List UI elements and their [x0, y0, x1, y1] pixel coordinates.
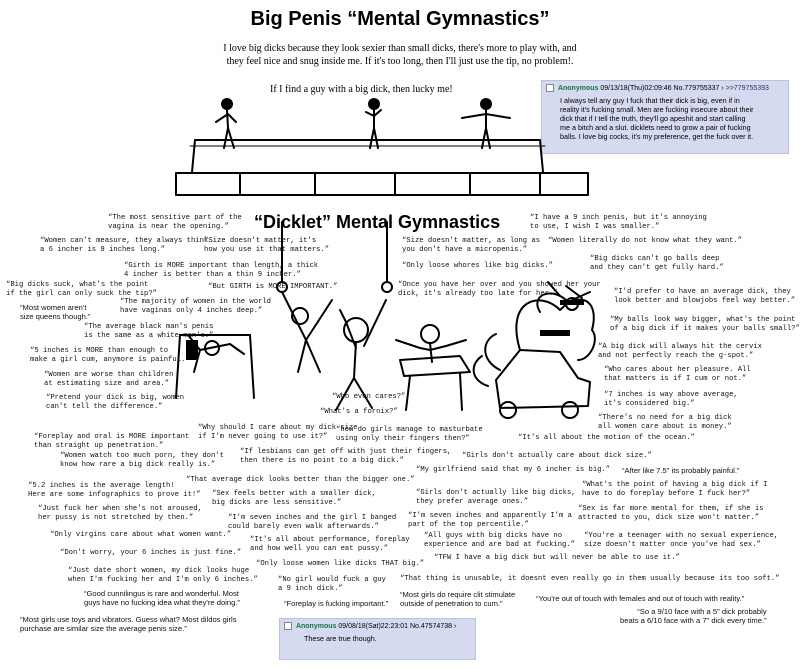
quote: “Girls don't actually care about dick si…	[462, 452, 652, 460]
post-top: Anonymous 09/13/18(Thu)02:09:46 No.77975…	[541, 80, 789, 154]
quote: “Big dicks can't go balls deep and they …	[590, 255, 724, 272]
intro-text: I love big dicks because they look sexie…	[223, 43, 577, 67]
quote: “You're a teenager with no sexual experi…	[584, 532, 779, 549]
quote: “Girth is MORE important than length, a …	[124, 262, 319, 279]
quote: “5.2 inches is the average length! Here …	[28, 482, 201, 499]
post-meta: 09/08/18(Sat)22:23:01 No.47574738	[338, 622, 453, 630]
gymnast-figure	[461, 98, 511, 149]
quote: “Once you have her over and you showed h…	[398, 281, 601, 298]
table-figure-drawing	[395, 324, 471, 411]
quote: “All guys with big dicks have no experie…	[424, 532, 575, 549]
quote: “Sex is far more mental for them, if she…	[578, 505, 764, 522]
quote: “Size doesn't matter, as long as you don…	[402, 237, 541, 254]
quote: “That average dick looks better than the…	[186, 476, 415, 484]
reply-link[interactable]: >>779755393	[725, 84, 769, 92]
quote: “So a 9/10 face with a 5" dick probably …	[620, 607, 767, 625]
page-title: Big Penis “Mental Gymnastics”	[250, 8, 550, 30]
quote: “how do girls manage to masturbate using…	[336, 426, 483, 443]
quote: “A big dick will always hit the cervix a…	[598, 343, 762, 360]
quote: “Size doesn't matter, it's how you use i…	[204, 237, 330, 254]
quote: “Just fuck her when she's not aroused, h…	[38, 505, 202, 522]
rings-drawing	[276, 221, 393, 373]
scribble-mark	[560, 300, 584, 305]
quote: “What's the point of having a big dick i…	[582, 481, 768, 498]
balance-beam-drawing	[175, 139, 589, 196]
quote: “Who even cares?”	[332, 393, 406, 401]
quote: “Most women aren't size queens though.”	[20, 303, 91, 321]
quote: “The most sensitive part of the vagina i…	[108, 214, 242, 231]
post-bottom-header: Anonymous 09/08/18(Sat)22:23:01 No.47574…	[280, 619, 475, 630]
gymnast-figure	[215, 98, 237, 149]
quote: “The majority of women in the world have…	[120, 298, 271, 315]
quote: “My balls look way bigger, what's the po…	[610, 316, 800, 333]
scribble-mark	[186, 340, 198, 360]
quote: “That thing is unusable, it doesnt even …	[400, 575, 780, 583]
section-subtitle: “Dicklet” Mental Gymnastics	[254, 212, 501, 232]
quote: “Women literally do not know what they w…	[548, 237, 743, 245]
quote: “Women can't measure, they always think …	[40, 237, 209, 254]
gymnast-figure	[335, 299, 387, 411]
gymnast-figure	[365, 98, 382, 149]
post-meta: 09/13/18(Thu)02:09:46 No.779755337	[600, 84, 720, 92]
quote: “No girl would fuck a guy a 9 inch dick.…	[278, 576, 386, 593]
quote: “Women watch too much porn, they don't k…	[60, 452, 224, 469]
post-top-body: I always tell any guy I fuck that their …	[560, 96, 754, 141]
quote: “Most girls use toys and vibrators. Gues…	[20, 615, 237, 633]
post-bottom: Anonymous 09/08/18(Sat)22:23:01 No.47574…	[279, 618, 476, 660]
quote: “After like 7.5" its probably painful.”	[622, 466, 740, 475]
quote: “It's all about the motion of the ocean.…	[518, 434, 695, 442]
quote: “I'm seven inches and apparently I'm a p…	[408, 512, 572, 529]
lucky-text: If I find a guy with a big dick, then lu…	[270, 84, 453, 95]
quote: “Only virgins care about what women want…	[50, 531, 232, 539]
quote: “Women are worse than children at estima…	[44, 371, 174, 388]
quote: “Pretend your dick is big, women can't t…	[46, 394, 185, 411]
quote: “Why should I care about my dick size if…	[198, 424, 358, 441]
post-menu-arrow[interactable]: ›	[721, 84, 724, 92]
quote: “Most girls do require clit stimulate ou…	[400, 590, 516, 608]
quote: “5 inches is MORE than enough to make a …	[30, 347, 190, 364]
quote: “My girlfriend said that my 6 incher is …	[416, 466, 611, 474]
quote: “If lesbians can get off with just their…	[240, 448, 452, 465]
quote: “7 inches is way above average, it's con…	[604, 391, 738, 408]
quote: “There's no need for a big dick all wome…	[598, 414, 732, 431]
quote: “Good cunnilingus is rare and wonderful.…	[84, 589, 240, 607]
post-bottom-body: These are true though.	[304, 634, 377, 643]
quote: “Foreplay and oral is MORE important tha…	[34, 433, 190, 450]
poster-name: Anonymous	[295, 622, 337, 630]
quote: “Just date short women, my dick looks hu…	[68, 567, 258, 584]
post-checkbox[interactable]	[546, 84, 554, 92]
quote: “Only loose whores like big dicks.”	[402, 262, 553, 270]
quote: “Foreplay is fucking important.”	[284, 599, 389, 608]
crashing-car-drawing	[472, 281, 596, 419]
quote: “Sex feels better with a smaller dick, b…	[212, 490, 376, 507]
quote: “You're out of touch with females and ou…	[536, 594, 745, 603]
quote: “The average black man's penis is the sa…	[84, 323, 214, 340]
quote: “I'd prefer to have an average dick, the…	[614, 288, 796, 305]
post-top-header: Anonymous 09/13/18(Thu)02:09:46 No.77975…	[542, 81, 788, 92]
post-checkbox[interactable]	[284, 622, 292, 630]
quote: “Don't worry, your 6 inches is just fine…	[60, 549, 242, 557]
quote: “I'm seven inches and the girl I banged …	[228, 514, 397, 531]
quote: “But GIRTH is MORE IMPORTANT.”	[208, 283, 338, 291]
quote: “It's all about performance, foreplay an…	[250, 536, 410, 553]
quote: “Girls don't actually like big dicks, th…	[416, 489, 576, 506]
quote: “I have a 9 inch penis, but it's annoyin…	[530, 214, 707, 231]
quote: “Big dicks suck, what's the point if the…	[6, 281, 157, 298]
poster-name: Anonymous	[557, 84, 599, 92]
quote: “Only loose women like dicks THAT big.”	[256, 560, 425, 568]
quote: “What's a fornix?”	[320, 408, 398, 416]
post-menu-arrow[interactable]: ›	[453, 622, 457, 630]
scribble-mark	[540, 330, 570, 336]
quote: “Who cares about her pleasure. All that …	[604, 366, 751, 383]
quote: “TFW I have a big dick but will never be…	[434, 554, 680, 562]
